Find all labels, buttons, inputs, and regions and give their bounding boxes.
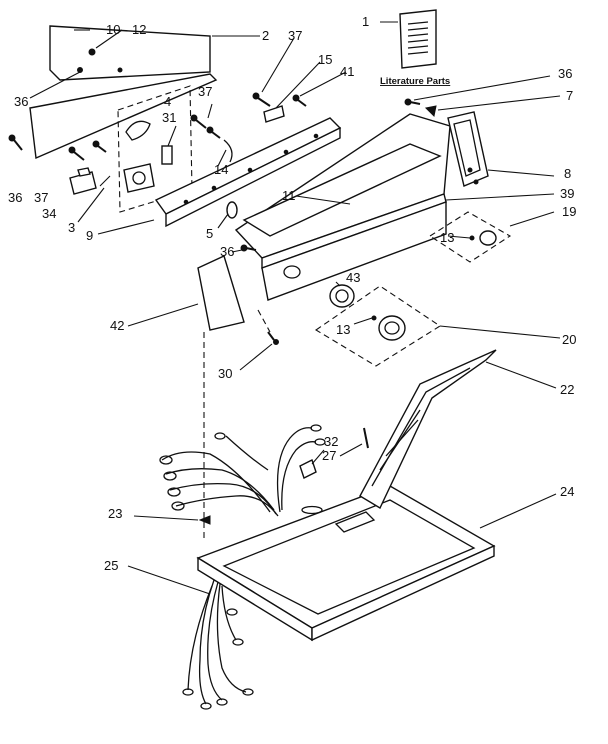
lamp-5 xyxy=(226,201,238,219)
clip-23 xyxy=(198,515,211,525)
callout-13-upper: 13 xyxy=(440,230,454,245)
callout-42: 42 xyxy=(110,318,124,333)
callout-7: 7 xyxy=(566,88,573,103)
callout-41: 41 xyxy=(340,64,354,79)
callout-36-right: 36 xyxy=(558,66,572,81)
screw-41 xyxy=(292,94,307,107)
callout-30: 30 xyxy=(218,366,232,381)
callout-8: 8 xyxy=(564,166,571,181)
thermostat-32 xyxy=(299,459,317,479)
bracket-15 xyxy=(263,105,285,123)
knob-20 xyxy=(371,315,406,341)
callout-2: 2 xyxy=(262,28,269,43)
terminal-block-34 xyxy=(69,167,97,195)
callout-36-top-left: 36 xyxy=(14,94,28,109)
callout-31: 31 xyxy=(162,110,176,125)
screw-36-right xyxy=(404,98,421,106)
callout-32: 32 xyxy=(324,434,338,449)
callout-4: 4 xyxy=(164,94,171,109)
callout-9: 9 xyxy=(86,228,93,243)
rear-panel-plate xyxy=(29,25,218,160)
screw-37-mid xyxy=(190,114,221,139)
wire-harness-clip xyxy=(125,120,151,141)
screw-37-left-b xyxy=(92,140,107,153)
leader-lines xyxy=(29,21,561,595)
control-console xyxy=(234,113,451,301)
callout-5: 5 xyxy=(206,226,213,241)
wire-harness-lower xyxy=(182,579,254,710)
callout-24: 24 xyxy=(560,484,574,499)
callout-1: 1 xyxy=(362,14,369,29)
callout-37-mid: 37 xyxy=(198,84,212,99)
lint-duct-22 xyxy=(359,349,497,509)
screw-36-left xyxy=(8,134,23,151)
callout-14: 14 xyxy=(214,162,228,177)
wire-14 xyxy=(223,139,233,163)
screw-37-left xyxy=(68,146,85,161)
callout-25: 25 xyxy=(104,558,118,573)
console-bracket-9 xyxy=(154,117,342,228)
callout-13-lower: 13 xyxy=(336,322,350,337)
knob-19 xyxy=(469,230,497,246)
callout-37-top: 37 xyxy=(288,28,302,43)
callout-27: 27 xyxy=(322,448,336,463)
callout-19: 19 xyxy=(562,204,576,219)
clip-7 xyxy=(424,105,437,118)
top-cover-24 xyxy=(196,485,496,642)
callout-22: 22 xyxy=(560,382,574,397)
fuse-27 xyxy=(363,427,369,449)
end-panel-42 xyxy=(197,255,245,331)
callout-23: 23 xyxy=(108,506,122,521)
callout-43: 43 xyxy=(346,270,360,285)
callout-15: 15 xyxy=(318,52,332,67)
screw-36-console xyxy=(240,244,257,252)
endcap-8 xyxy=(447,111,489,187)
callout-37-left: 37 xyxy=(34,190,48,205)
callout-20: 20 xyxy=(562,332,576,347)
callout-36-console: 36 xyxy=(220,244,234,259)
callout-10: 10 xyxy=(106,22,120,37)
callout-39: 39 xyxy=(560,186,574,201)
callout-36-left: 36 xyxy=(8,190,22,205)
callout-34: 34 xyxy=(42,206,56,221)
literature-parts-caption: Literature Parts xyxy=(380,76,450,87)
callout-3: 3 xyxy=(68,220,75,235)
wire-harness-upper xyxy=(159,424,326,517)
literature-booklet xyxy=(399,9,437,69)
callout-11: 11 xyxy=(282,188,296,203)
switch-31 xyxy=(161,145,173,165)
timer-motor xyxy=(123,163,155,193)
callout-12: 12 xyxy=(132,22,146,37)
dial-ring-43 xyxy=(329,284,355,308)
screw-37-top xyxy=(252,92,271,107)
screw-30 xyxy=(267,331,279,345)
